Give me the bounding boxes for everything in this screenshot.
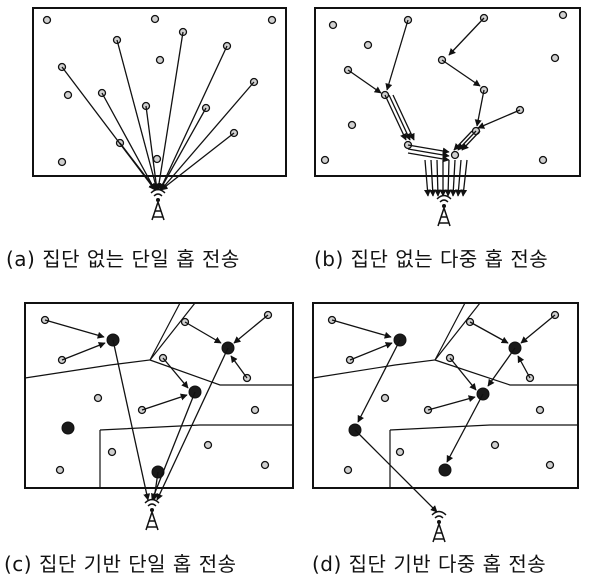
antenna-tower-icon — [436, 194, 452, 227]
sensor-field-border — [312, 302, 579, 489]
transmission-arrows — [61, 31, 255, 191]
transmission-arrows — [347, 17, 521, 197]
caption-d: (d) 집단 기반 다중 홉 전송 — [312, 552, 547, 576]
panel-b — [314, 7, 581, 227]
sensor-node-icon — [327, 310, 560, 475]
panel-a — [32, 7, 287, 221]
caption-a: (a) 집단 없는 단일 홉 전송 — [6, 247, 240, 271]
sensor-field-border — [32, 7, 287, 177]
cluster-head-icon — [348, 333, 522, 477]
antenna-tower-icon — [431, 510, 447, 543]
sensor-node-icon — [320, 10, 568, 165]
panel-c — [24, 302, 294, 531]
sensor-node-icon — [40, 310, 273, 475]
caption-c: (c) 집단 기반 단일 홉 전송 — [4, 552, 237, 576]
transmission-arrows — [44, 314, 269, 501]
cluster-boundaries — [24, 302, 293, 488]
antenna-tower-icon — [150, 188, 166, 221]
sensor-node-icon — [42, 14, 277, 167]
cluster-boundaries — [312, 302, 578, 488]
sensor-field-border — [24, 302, 294, 489]
sensor-field-border — [314, 7, 581, 177]
antenna-tower-icon — [144, 498, 160, 531]
caption-b: (b) 집단 없는 다중 홉 전송 — [314, 247, 549, 271]
panel-d — [312, 302, 579, 543]
cluster-head-icon — [61, 333, 235, 479]
transmission-arrows — [331, 314, 556, 513]
